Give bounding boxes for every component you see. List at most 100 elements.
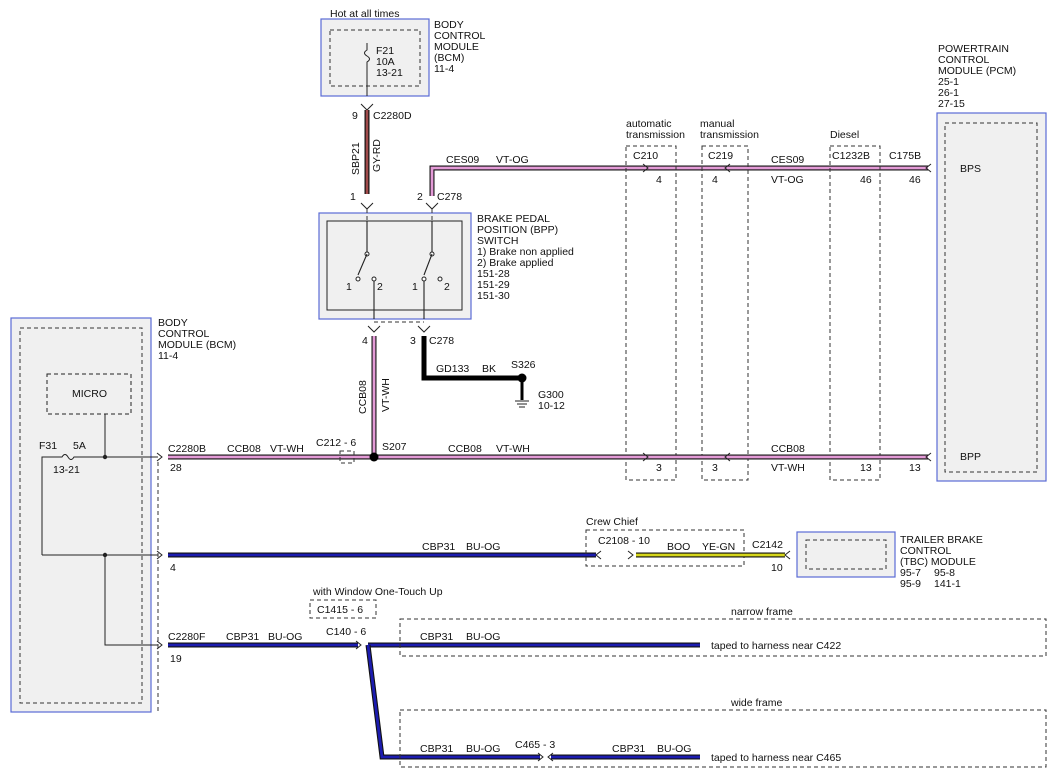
wire-gd133-bk — [421, 336, 522, 381]
window-one-touch-label: with Window One-Touch Up — [312, 586, 443, 598]
pin-2: 2 — [417, 191, 423, 203]
fuse-f31-label: F31 — [39, 440, 57, 452]
wire-label-vt-og: VT-OG — [496, 154, 529, 166]
crew-chief-box — [585, 529, 745, 567]
bcm-top-title: BODY — [434, 19, 464, 31]
pcm-pin-bpp: BPP — [960, 451, 981, 463]
wire-cbp31-bu-og-lower — [168, 642, 700, 760]
wire-label-bu-og-c: BU-OG — [466, 631, 500, 643]
bpp-title-3: SWITCH — [477, 235, 518, 247]
wire-label-cbp31-e: CBP31 — [612, 743, 645, 755]
pcm-pin-bps: BPS — [960, 163, 981, 175]
bpp-note-1: 1) Brake non applied — [477, 246, 574, 258]
tbc-title-3: (TBC) MODULE — [900, 556, 976, 568]
bpp-title-2: POSITION (BPP) — [477, 224, 558, 236]
switch-a-pos-1: 1 — [346, 281, 352, 293]
pin-4-c219: 4 — [712, 174, 718, 186]
wide-frame-box — [399, 709, 1047, 768]
pin-4-c210: 4 — [656, 174, 662, 186]
fuse-f31-ref: 13-21 — [53, 464, 80, 476]
connector-c219-box — [701, 145, 749, 481]
connector-c465: C465 - 3 — [515, 739, 555, 751]
bpp-ref-3: 151-30 — [477, 290, 510, 302]
bcm-top-title-3: MODULE — [434, 41, 479, 53]
bpp-note-2: 2) Brake applied — [477, 257, 554, 269]
wire-label-cbp31-b: CBP31 — [226, 631, 259, 643]
node-f31 — [102, 454, 108, 460]
bcm-top-ref: 11-4 — [434, 63, 454, 75]
auto-trans-label-2: transmission — [626, 129, 685, 141]
wire-label-ccb08-a: CCB08 — [227, 443, 261, 455]
connector-c140: C140 - 6 — [326, 626, 366, 638]
wire-label-ces09: CES09 — [446, 154, 479, 166]
fuse-f21-rating: 10A — [376, 56, 395, 68]
fuse-f31-icon — [41, 454, 158, 555]
pin-28: 28 — [170, 462, 182, 474]
pin-4-c278: 4 — [362, 335, 368, 347]
man-trans-label: manual — [700, 118, 734, 130]
bcm-left-module — [10, 317, 152, 713]
wire-ces09-vt-og — [429, 165, 928, 196]
wire-label-vt-wh-b: VT-WH — [496, 443, 530, 455]
connector-c219: C219 — [708, 150, 733, 162]
man-trans-label-2: transmission — [700, 129, 759, 141]
crew-chief-label: Crew Chief — [586, 516, 638, 528]
tbc-ref-1: 95-7 — [900, 567, 921, 579]
pin-19: 19 — [170, 653, 182, 665]
wire-label-sbp21: SBP21 — [350, 142, 362, 175]
wire-label-vt-wh-c: VT-WH — [771, 462, 805, 474]
bcm-left-ref: 11-4 — [158, 350, 178, 362]
wire-label-gd133: GD133 — [436, 363, 469, 375]
diesel-label: Diesel — [830, 129, 859, 141]
wire-label-bu-og-d: BU-OG — [466, 743, 500, 755]
wire-label-cbp31-a: CBP31 — [422, 541, 455, 553]
tbc-ref-3: 95-9 — [900, 578, 921, 590]
auto-trans-label: automatic — [626, 118, 672, 130]
wire-label-vt-wh-a: VT-WH — [270, 443, 304, 455]
bcm-left-title: BODY — [158, 317, 188, 329]
micro-label: MICRO — [72, 388, 107, 400]
pin-3-c219: 3 — [712, 462, 718, 474]
wire-label-ccb08-v: CCB08 — [357, 380, 369, 414]
switch-b-pos-1: 1 — [412, 281, 418, 293]
connector-c1415: C1415 - 6 — [317, 604, 363, 616]
switch-a-pos-2: 2 — [377, 281, 383, 293]
bpp-switch-module — [318, 209, 472, 320]
connector-c278-top: C278 — [437, 191, 462, 203]
bpp-ref-2: 151-29 — [477, 279, 510, 291]
wire-label-vt-wh-v: VT-WH — [380, 378, 392, 412]
wire-label-boo: BOO — [667, 541, 690, 553]
connector-c1232b-box — [829, 145, 881, 481]
pin-46-c1232b: 46 — [860, 174, 872, 186]
wire-label-bu-og-b: BU-OG — [268, 631, 302, 643]
fuse-f31-rating: 5A — [73, 440, 86, 452]
connector-c212: C212 - 6 — [316, 437, 356, 449]
bpp-title: BRAKE PEDAL — [477, 213, 550, 225]
pin-13-c1232b: 13 — [860, 462, 872, 474]
pin-4-bcm: 4 — [170, 562, 176, 574]
wire-label-vt-og-b: VT-OG — [771, 174, 804, 186]
bpp-ref-1: 151-28 — [477, 268, 510, 280]
pcm-ref-3: 27-15 — [938, 98, 965, 110]
taped-c465-label: taped to harness near C465 — [711, 752, 841, 764]
bcm-top-title-2: CONTROL — [434, 30, 485, 42]
connector-c2280b: C2280B — [168, 443, 206, 455]
connector-c210-box — [625, 145, 677, 481]
wire-ces09-vt-og-core — [430, 166, 928, 196]
bcm-left-title-2: CONTROL — [158, 328, 209, 340]
fuse-f21-ref: 13-21 — [376, 67, 403, 79]
ground-g300-icon — [515, 400, 529, 408]
switch-b-pos-2: 2 — [444, 281, 450, 293]
tbc-title: TRAILER BRAKE — [900, 534, 983, 546]
pcm-title: POWERTRAIN — [938, 43, 1009, 55]
wire-label-ccb08-b: CCB08 — [448, 443, 482, 455]
splice-s207-label: S207 — [382, 441, 407, 453]
pin-1: 1 — [350, 191, 356, 203]
wire-label-cbp31-c: CBP31 — [420, 631, 453, 643]
connector-c175b: C175B — [889, 150, 921, 162]
wire-label-cbp31-d: CBP31 — [420, 743, 453, 755]
bcm-top-title-4: (BCM) — [434, 52, 464, 64]
wire-label-ye-gn: YE-GN — [702, 541, 735, 553]
pin-3-c210: 3 — [656, 462, 662, 474]
